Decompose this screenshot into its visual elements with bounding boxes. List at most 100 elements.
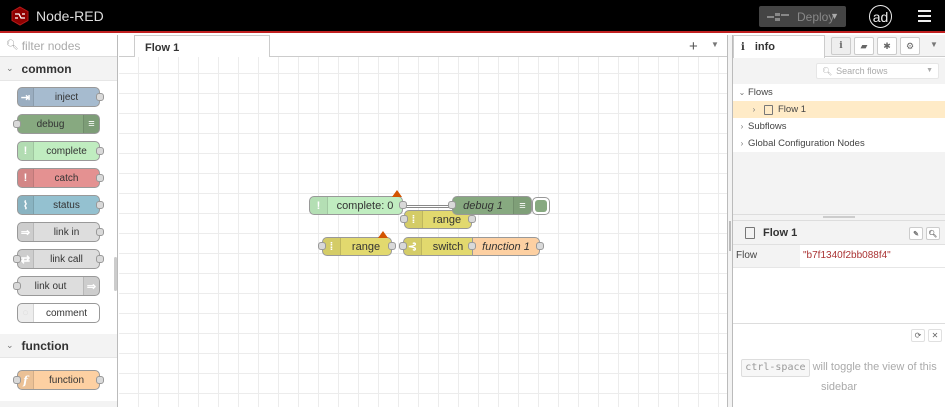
info-title: Flow 1 (763, 226, 798, 239)
app-title: Node-RED (36, 7, 104, 24)
flow-canvas[interactable]: ! complete: 0 ⁞ range debug 1 ≡ ⁞ range (119, 57, 727, 407)
palette-category-function[interactable]: ⌄ function (0, 334, 117, 358)
node-label: switch (432, 240, 464, 253)
palette-node-link-call[interactable]: ⇄ link call (13, 249, 104, 269)
changed-warning-icon (392, 190, 402, 197)
flow-node-range[interactable]: ⁞ range (400, 210, 476, 229)
palette-node-link-in[interactable]: ⇒ link in (17, 222, 104, 242)
gear-icon: ⚙ (905, 40, 915, 51)
search-options-caret-icon[interactable]: ▼ (926, 67, 933, 74)
output-port (96, 228, 104, 236)
node-label: function 1 (482, 240, 530, 253)
refresh-icon[interactable]: ⟳ (911, 329, 925, 342)
tab-label: info (754, 41, 775, 53)
output-port[interactable] (399, 201, 407, 209)
output-port[interactable] (388, 242, 396, 250)
node-label: comment (45, 307, 88, 319)
tree-item-flows[interactable]: ⌄ Flows (733, 84, 945, 101)
info-tab-button[interactable]: i (831, 37, 851, 55)
range-icon: ⁞ (405, 211, 423, 228)
tree-item-subflows[interactable]: › Subflows (733, 118, 945, 135)
palette-node-comment[interactable]: ○ comment (17, 303, 100, 323)
flow-node-range[interactable]: ⁞ range (318, 237, 396, 256)
bug-icon: ✱ (883, 40, 891, 51)
wire[interactable] (404, 205, 451, 208)
info-header: Flow 1 ✎ 🔍︎ (733, 221, 945, 245)
palette-node-function[interactable]: f function (13, 370, 104, 390)
info-outline-panel: 🔍︎ Search flows ▼ ⌄ Flows › Flow 1 › Sub… (733, 58, 945, 214)
input-port[interactable] (468, 242, 476, 250)
function-icon: f (18, 371, 34, 389)
chevron-right-icon[interactable]: › (752, 105, 756, 114)
palette-node-debug[interactable]: debug ≡ (13, 114, 100, 134)
info-icon: i (839, 41, 843, 51)
config-tab-button[interactable]: ⚙ (900, 37, 920, 55)
sidebar-resize-handle[interactable] (727, 35, 733, 407)
user-avatar[interactable]: ad (869, 5, 892, 28)
list-icon: ≡ (83, 115, 99, 133)
resize-grip (729, 221, 731, 251)
flow-tree: ⌄ Flows › Flow 1 › Subflows › Global Con… (733, 84, 945, 152)
sidebar-tabs-caret-icon[interactable]: ▼ (930, 40, 938, 49)
flow-node-debug[interactable]: debug 1 ≡ (448, 196, 532, 215)
main-menu-hamburger-icon[interactable] (918, 10, 931, 22)
palette-node-complete[interactable]: ! complete (17, 141, 104, 161)
deploy-dropdown-caret-icon[interactable]: ▼ (830, 11, 839, 21)
palette-scrollbar[interactable] (114, 257, 117, 291)
link-call-icon: ⇄ (18, 250, 34, 268)
palette-filter-input[interactable]: 🔍︎ filter nodes (0, 35, 117, 57)
palette-category-common[interactable]: ⌄ common (0, 57, 117, 81)
sidebar: i info i ▰ ✱ ⚙ ▼ 🔍︎ Search flows ▼ ⌄ Flo… (733, 35, 945, 407)
add-flow-plus-icon[interactable]: + (689, 38, 698, 55)
output-port (96, 376, 104, 384)
output-port[interactable] (468, 215, 476, 223)
input-port[interactable] (400, 215, 408, 223)
sidebar-panel-splitter[interactable] (733, 214, 945, 220)
debug-tab-button[interactable]: ✱ (877, 37, 897, 55)
node-palette: 🔍︎ filter nodes ⌄ common ⇥ inject debug … (0, 35, 118, 407)
node-label: link call (50, 253, 83, 265)
edit-pencil-icon[interactable]: ✎ (909, 227, 923, 240)
chevron-right-icon[interactable]: › (740, 139, 744, 148)
node-label: debug 1 (463, 199, 503, 212)
deploy-label: Deploy (797, 9, 835, 24)
tree-item-global-config[interactable]: › Global Configuration Nodes (733, 135, 945, 152)
flow-node-switch[interactable]: ⊰ switch (399, 237, 475, 256)
palette-category-function-body: f function (0, 358, 117, 401)
node-label: link in (53, 226, 80, 238)
deploy-button[interactable]: Deploy ▼ (759, 6, 846, 27)
flow-list-caret-icon[interactable]: ▼ (711, 40, 719, 49)
tree-label: Flow 1 (778, 104, 806, 115)
search-icon[interactable]: 🔍︎ (926, 227, 940, 240)
tab-info[interactable]: i info (733, 35, 825, 58)
output-port[interactable] (536, 242, 544, 250)
debug-toggle-indicator (535, 200, 547, 212)
workspace: Flow 1 + ▼ ! complete: 0 ⁞ range debug 1… (119, 35, 727, 407)
chevron-down-icon[interactable]: ⌄ (738, 88, 746, 97)
flow-node-complete[interactable]: ! complete: 0 (309, 196, 407, 215)
debug-toggle-button[interactable] (532, 197, 550, 215)
exclamation-icon: ! (18, 169, 34, 187)
chevron-right-icon[interactable]: › (740, 122, 744, 131)
info-tips-panel: ⟳ ✕ ctrl-space will toggle the view of t… (733, 323, 945, 407)
palette-node-status[interactable]: ⌇ status (17, 195, 104, 215)
search-icon: 🔍︎ (822, 66, 833, 76)
palette-node-link-out[interactable]: link out ⇒ (13, 276, 100, 296)
palette-node-inject[interactable]: ⇥ inject (17, 87, 104, 107)
tree-item-flow-1[interactable]: › Flow 1 (733, 101, 945, 118)
info-row-flow: Flow "b7f1340f2bb088f4" (733, 245, 945, 268)
input-port[interactable] (318, 242, 326, 250)
exclamation-icon: ! (310, 197, 328, 214)
close-icon[interactable]: ✕ (928, 329, 942, 342)
input-port[interactable] (399, 242, 407, 250)
input-port[interactable] (448, 201, 456, 209)
help-tab-button[interactable]: ▰ (854, 37, 874, 55)
pulse-icon: ⌇ (18, 196, 34, 214)
palette-node-catch[interactable]: ! catch (17, 168, 104, 188)
tree-label: Global Configuration Nodes (748, 138, 865, 149)
flow-node-function[interactable]: function 1 (468, 237, 544, 256)
search-flows-input[interactable]: 🔍︎ Search flows ▼ (816, 63, 939, 79)
info-properties-panel: Flow 1 ✎ 🔍︎ Flow "b7f1340f2bb088f4" (733, 220, 945, 320)
input-port (13, 376, 21, 384)
tab-flow-1[interactable]: Flow 1 (134, 35, 270, 58)
